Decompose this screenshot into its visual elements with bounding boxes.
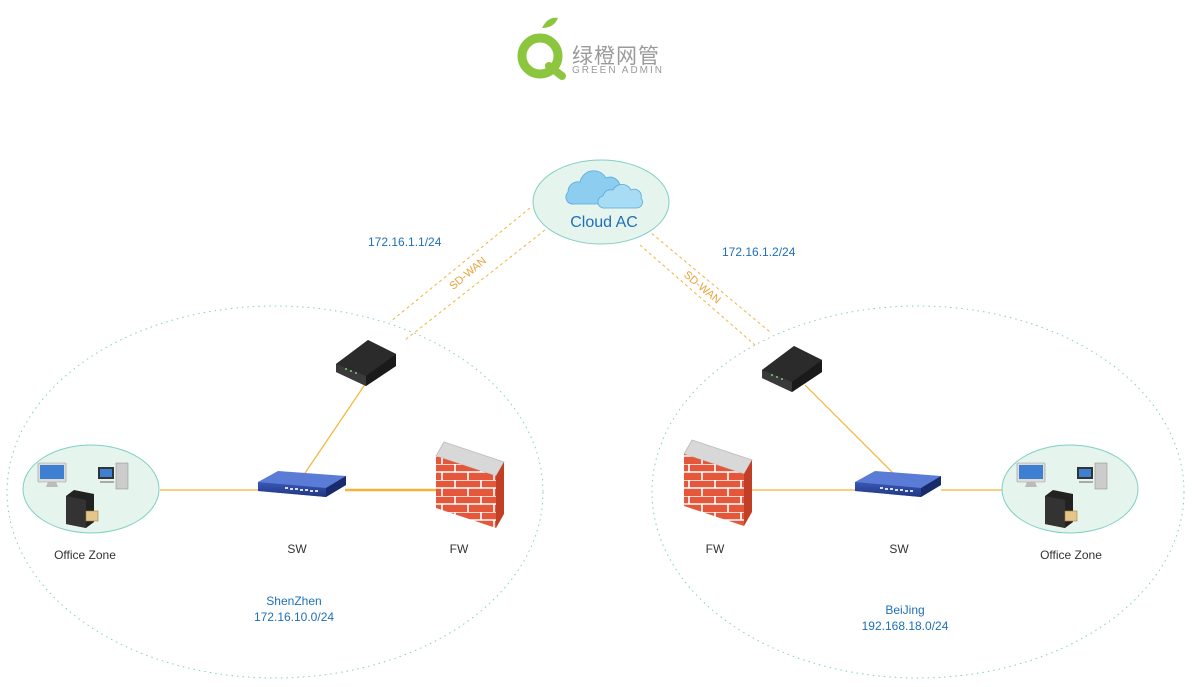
- physical-links: [160, 379, 1002, 492]
- cloud-icon: [565, 170, 643, 209]
- logo-name-en: GREEN ADMIN: [572, 65, 665, 76]
- workstation-icon: [1077, 462, 1108, 490]
- shenzhen-firewall-icon: [435, 441, 505, 528]
- left-wan-ip: 172.16.1.1/24: [368, 235, 442, 249]
- shenzhen-office-zone-label: Office Zone: [54, 548, 116, 562]
- shenzhen-office-zone: [22, 444, 160, 534]
- beijing-switch-icon: [855, 471, 941, 497]
- beijing-router-icon: [762, 346, 822, 392]
- beijing-firewall-label: FW: [705, 542, 725, 556]
- desktop-computer-icon: [1016, 462, 1046, 487]
- desktop-computer-icon: [37, 462, 67, 487]
- workstation-icon: [98, 462, 129, 490]
- shenzhen-router-icon: [336, 340, 396, 386]
- beijing-office-zone-label: Office Zone: [1040, 548, 1102, 562]
- sd-wan-left-label: SD-WAN: [447, 255, 489, 293]
- shenzhen-site-boundary: [6, 305, 544, 679]
- logo-name-cn: 绿橙网管: [572, 44, 660, 68]
- logo-icon: [517, 17, 566, 80]
- shenzhen-site-name: ShenZhen: [266, 594, 322, 608]
- server-icon: [1045, 490, 1078, 528]
- shenzhen-switch-icon: [258, 471, 346, 497]
- beijing-site-name: BeiJing: [885, 603, 925, 617]
- sd-wan-right-link: [637, 221, 771, 346]
- sd-wan-left-link: [389, 207, 546, 341]
- beijing-firewall-icon: [683, 439, 753, 526]
- beijing-office-zone: [1001, 444, 1139, 534]
- right-wan-ip: 172.16.1.2/24: [722, 245, 796, 259]
- shenzhen-subnet: 172.16.10.0/24: [253, 610, 335, 624]
- cloud-ac-label: Cloud AC: [570, 214, 638, 231]
- shenzhen-switch-label: SW: [287, 542, 307, 556]
- cloud-ac-node: [532, 159, 670, 245]
- beijing-subnet: 192.168.18.0/24: [861, 619, 949, 633]
- beijing-site-boundary: [651, 305, 1185, 679]
- shenzhen-firewall-label: FW: [449, 542, 469, 556]
- server-icon: [66, 490, 99, 528]
- beijing-switch-label: SW: [889, 542, 909, 556]
